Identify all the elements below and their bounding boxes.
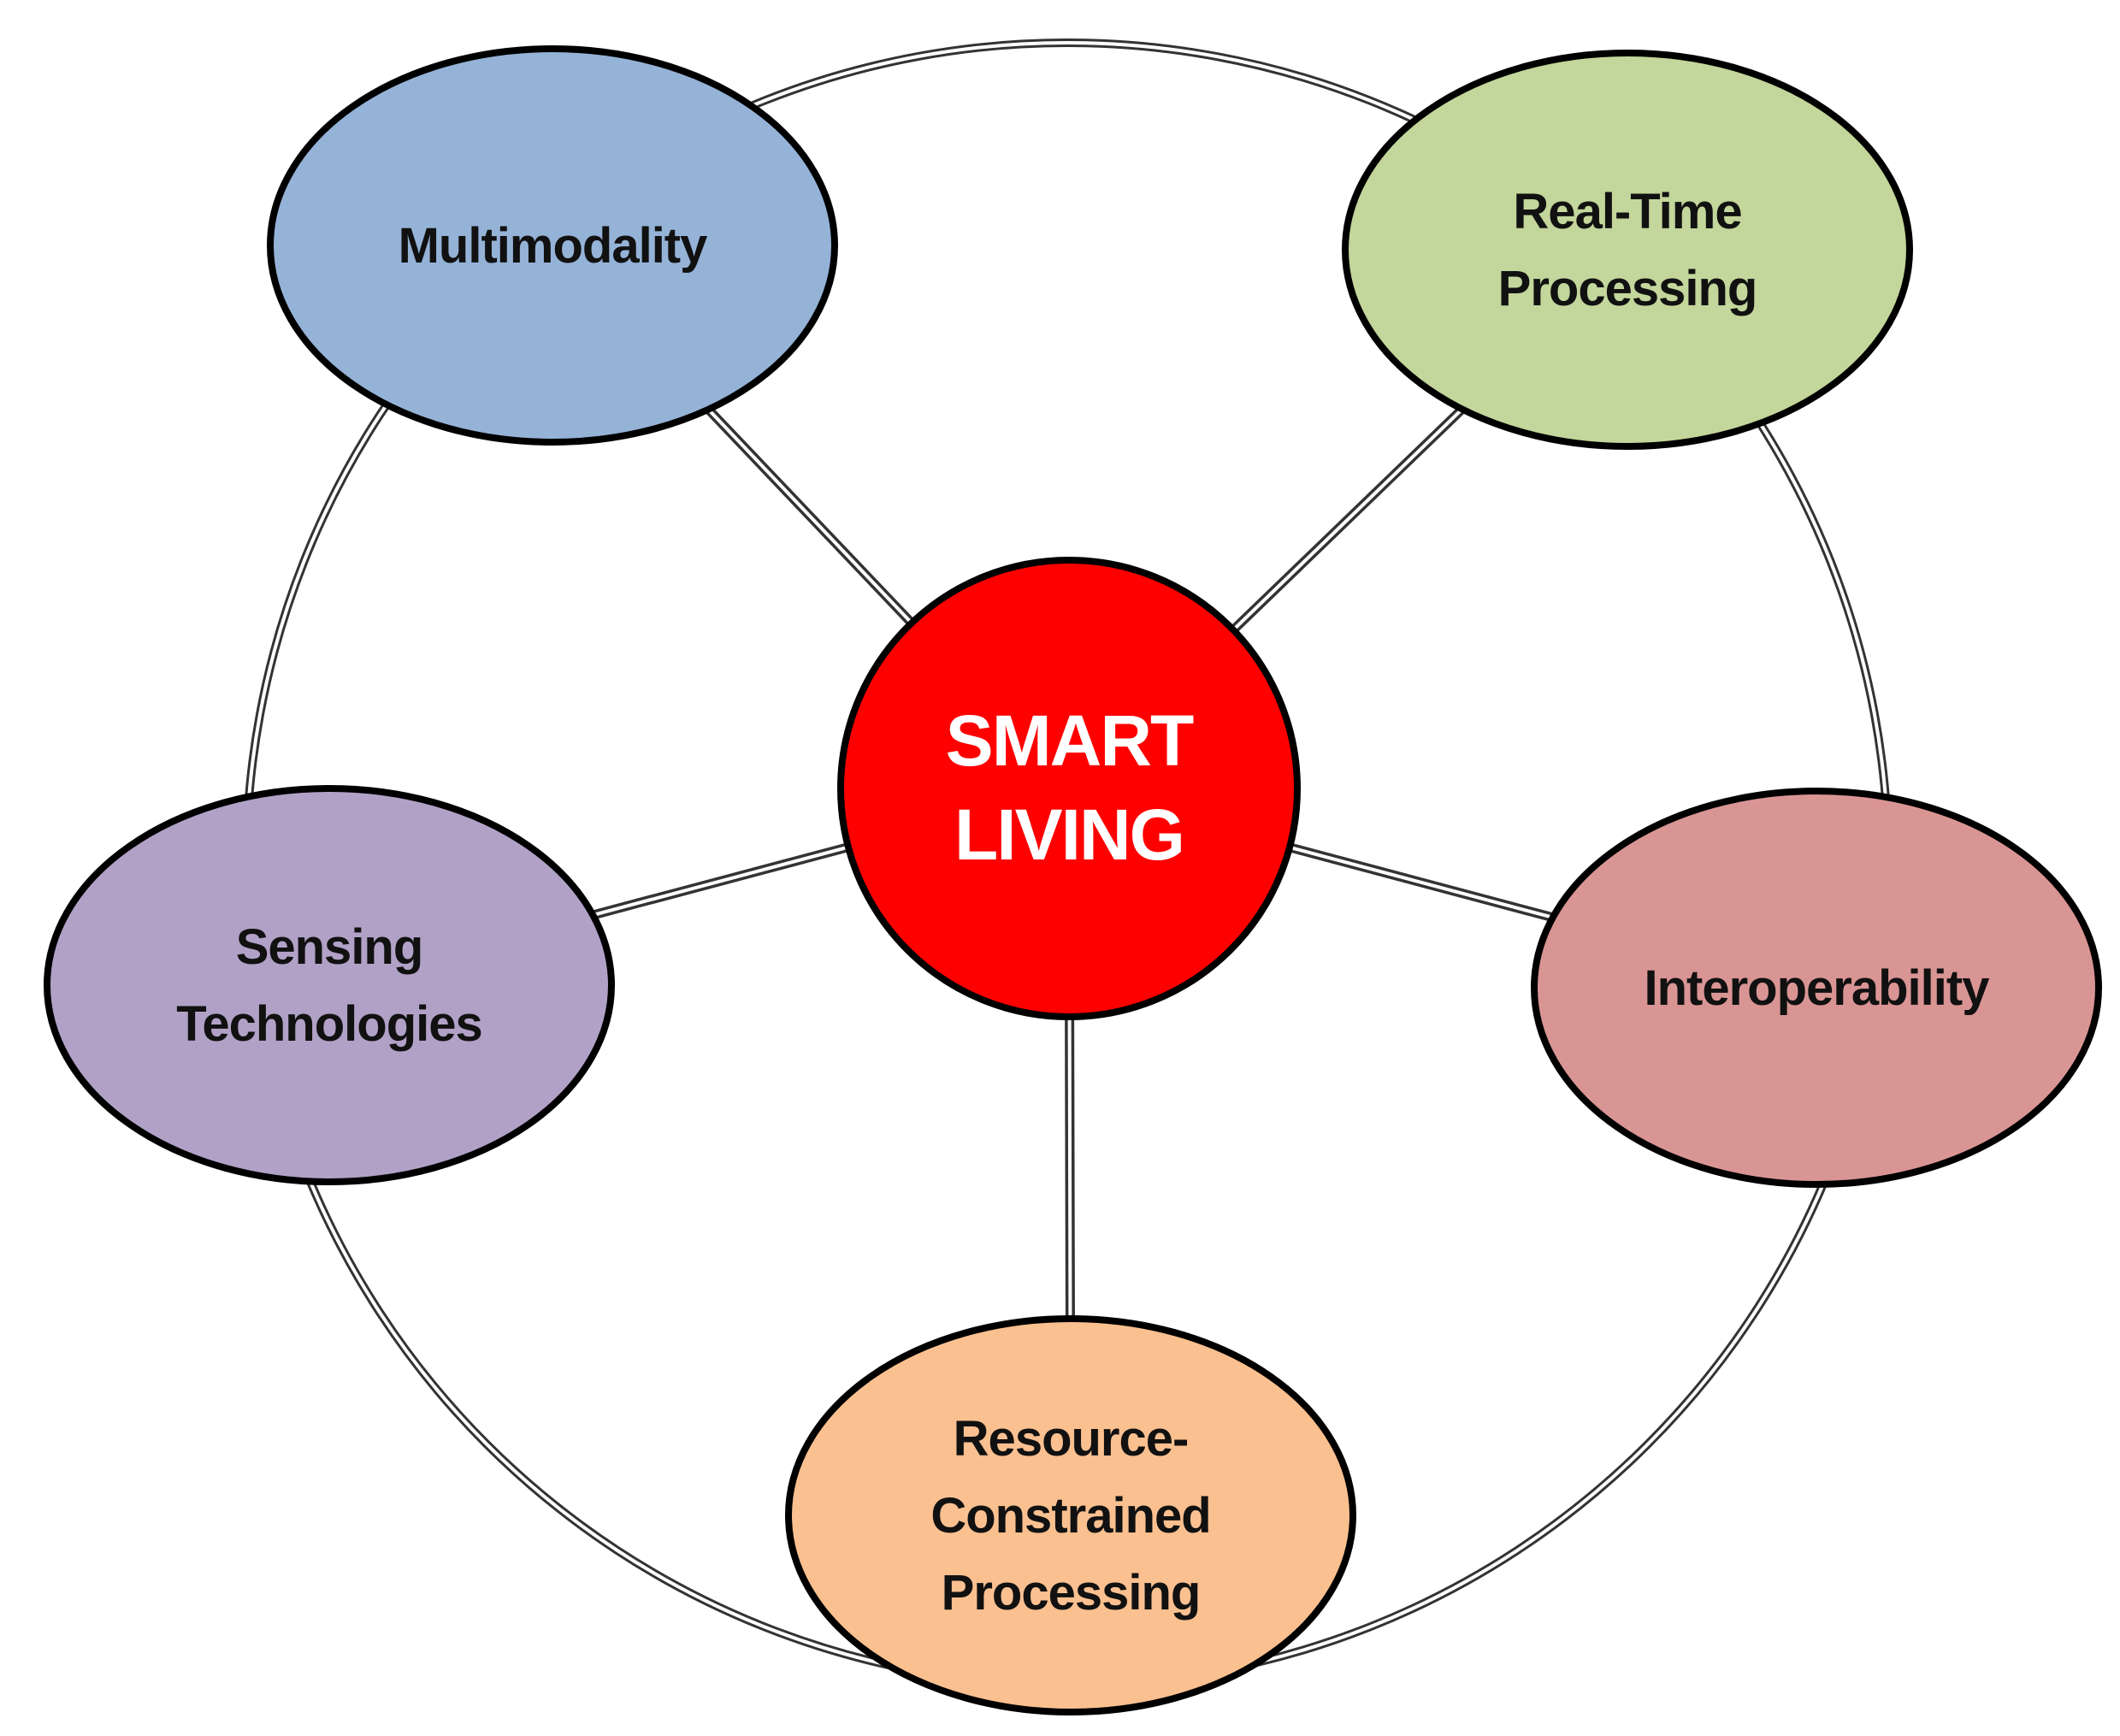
center-label: SMART LIVING [946,700,1194,875]
node-resource-constrained-processing-ellipse [785,1315,1356,1715]
center-circle [837,557,1301,1020]
center-layer: SMART LIVING [837,557,1301,1020]
node-multimodality-ellipse [267,45,838,446]
node-resource-constrained-processing-label-line: Constrained [930,1488,1210,1544]
spoke-multimodality-inner [706,408,913,624]
spoke-resource-constrained-processing-inner [1067,1016,1072,1320]
node-interoperability-label-line: Interoperability [1645,960,1990,1016]
node-real-time-processing-label-line: Real-Time [1513,184,1741,239]
spokes [591,405,1555,1320]
center-label-line: LIVING [954,794,1184,875]
center-label-line: SMART [946,700,1194,781]
node-resource-constrained-processing-label-line: Resource- [954,1411,1189,1467]
node-real-time-processing-label-line: Processing [1498,261,1757,316]
node-resource-constrained-processing-label-line: Processing [942,1565,1201,1621]
node-real-time-processing-ellipse [1342,50,1913,450]
node-interoperability-ellipse [1531,788,2102,1188]
node-interoperability: Interoperability [1531,788,2102,1188]
spoke-sensing-technologies-inner [592,845,849,917]
node-interoperability-label: Interoperability [1645,960,1990,1016]
node-sensing-technologies-label-line: Sensing [236,919,423,975]
node-multimodality-label: Multimodality [399,218,708,274]
node-multimodality: Multimodality [267,45,838,446]
node-multimodality-label-line: Multimodality [399,218,708,274]
node-sensing-technologies-label-line: Technologies [176,996,482,1052]
spoke-real-time-processing-inner [1231,407,1464,632]
spoke-interoperability-inner [1289,845,1554,919]
node-sensing-technologies-ellipse [44,785,615,1185]
